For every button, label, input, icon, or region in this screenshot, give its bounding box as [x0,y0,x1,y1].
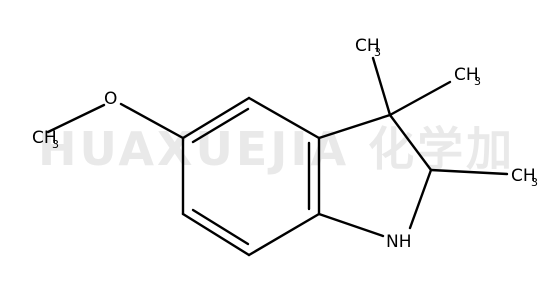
bond-c3-methyl-top [371,56,392,117]
oxygen-label: O [104,89,117,109]
watermark-text: HUAXUEJIA 化学加 [38,122,515,176]
bond-c2-n1 [408,168,433,230]
methoxy-methyl-label: CH [32,128,57,148]
nh-label: NH [386,232,412,252]
bond-c3a-c3 [317,113,392,140]
bond-c3-c2 [388,113,433,172]
double-bond-inner-3 [191,208,250,246]
methyl-c2-label: CH [511,166,536,186]
bond-o-ch3 [46,103,106,134]
bond-c5-c4 [247,96,321,140]
bond-c6-c5 [181,96,251,140]
bond-c3-methyl-right [388,80,452,117]
bond-c2-methyl [429,168,509,176]
bond-c7a-c7 [247,212,321,257]
methyl-top-label: CH [355,36,380,56]
methyl-right-label: CH [454,65,479,85]
bond-c7-c6 [181,212,251,257]
methyl-c2-subscript: 3 [531,176,538,189]
double-bond-inner-1 [191,107,250,144]
methoxy-methyl-subscript: 3 [52,138,59,151]
methyl-right-subscript: 3 [474,75,481,88]
methyl-top-subscript: 3 [374,46,381,59]
bond-c5-o [119,102,185,140]
bond-n1-c7a [317,212,385,238]
